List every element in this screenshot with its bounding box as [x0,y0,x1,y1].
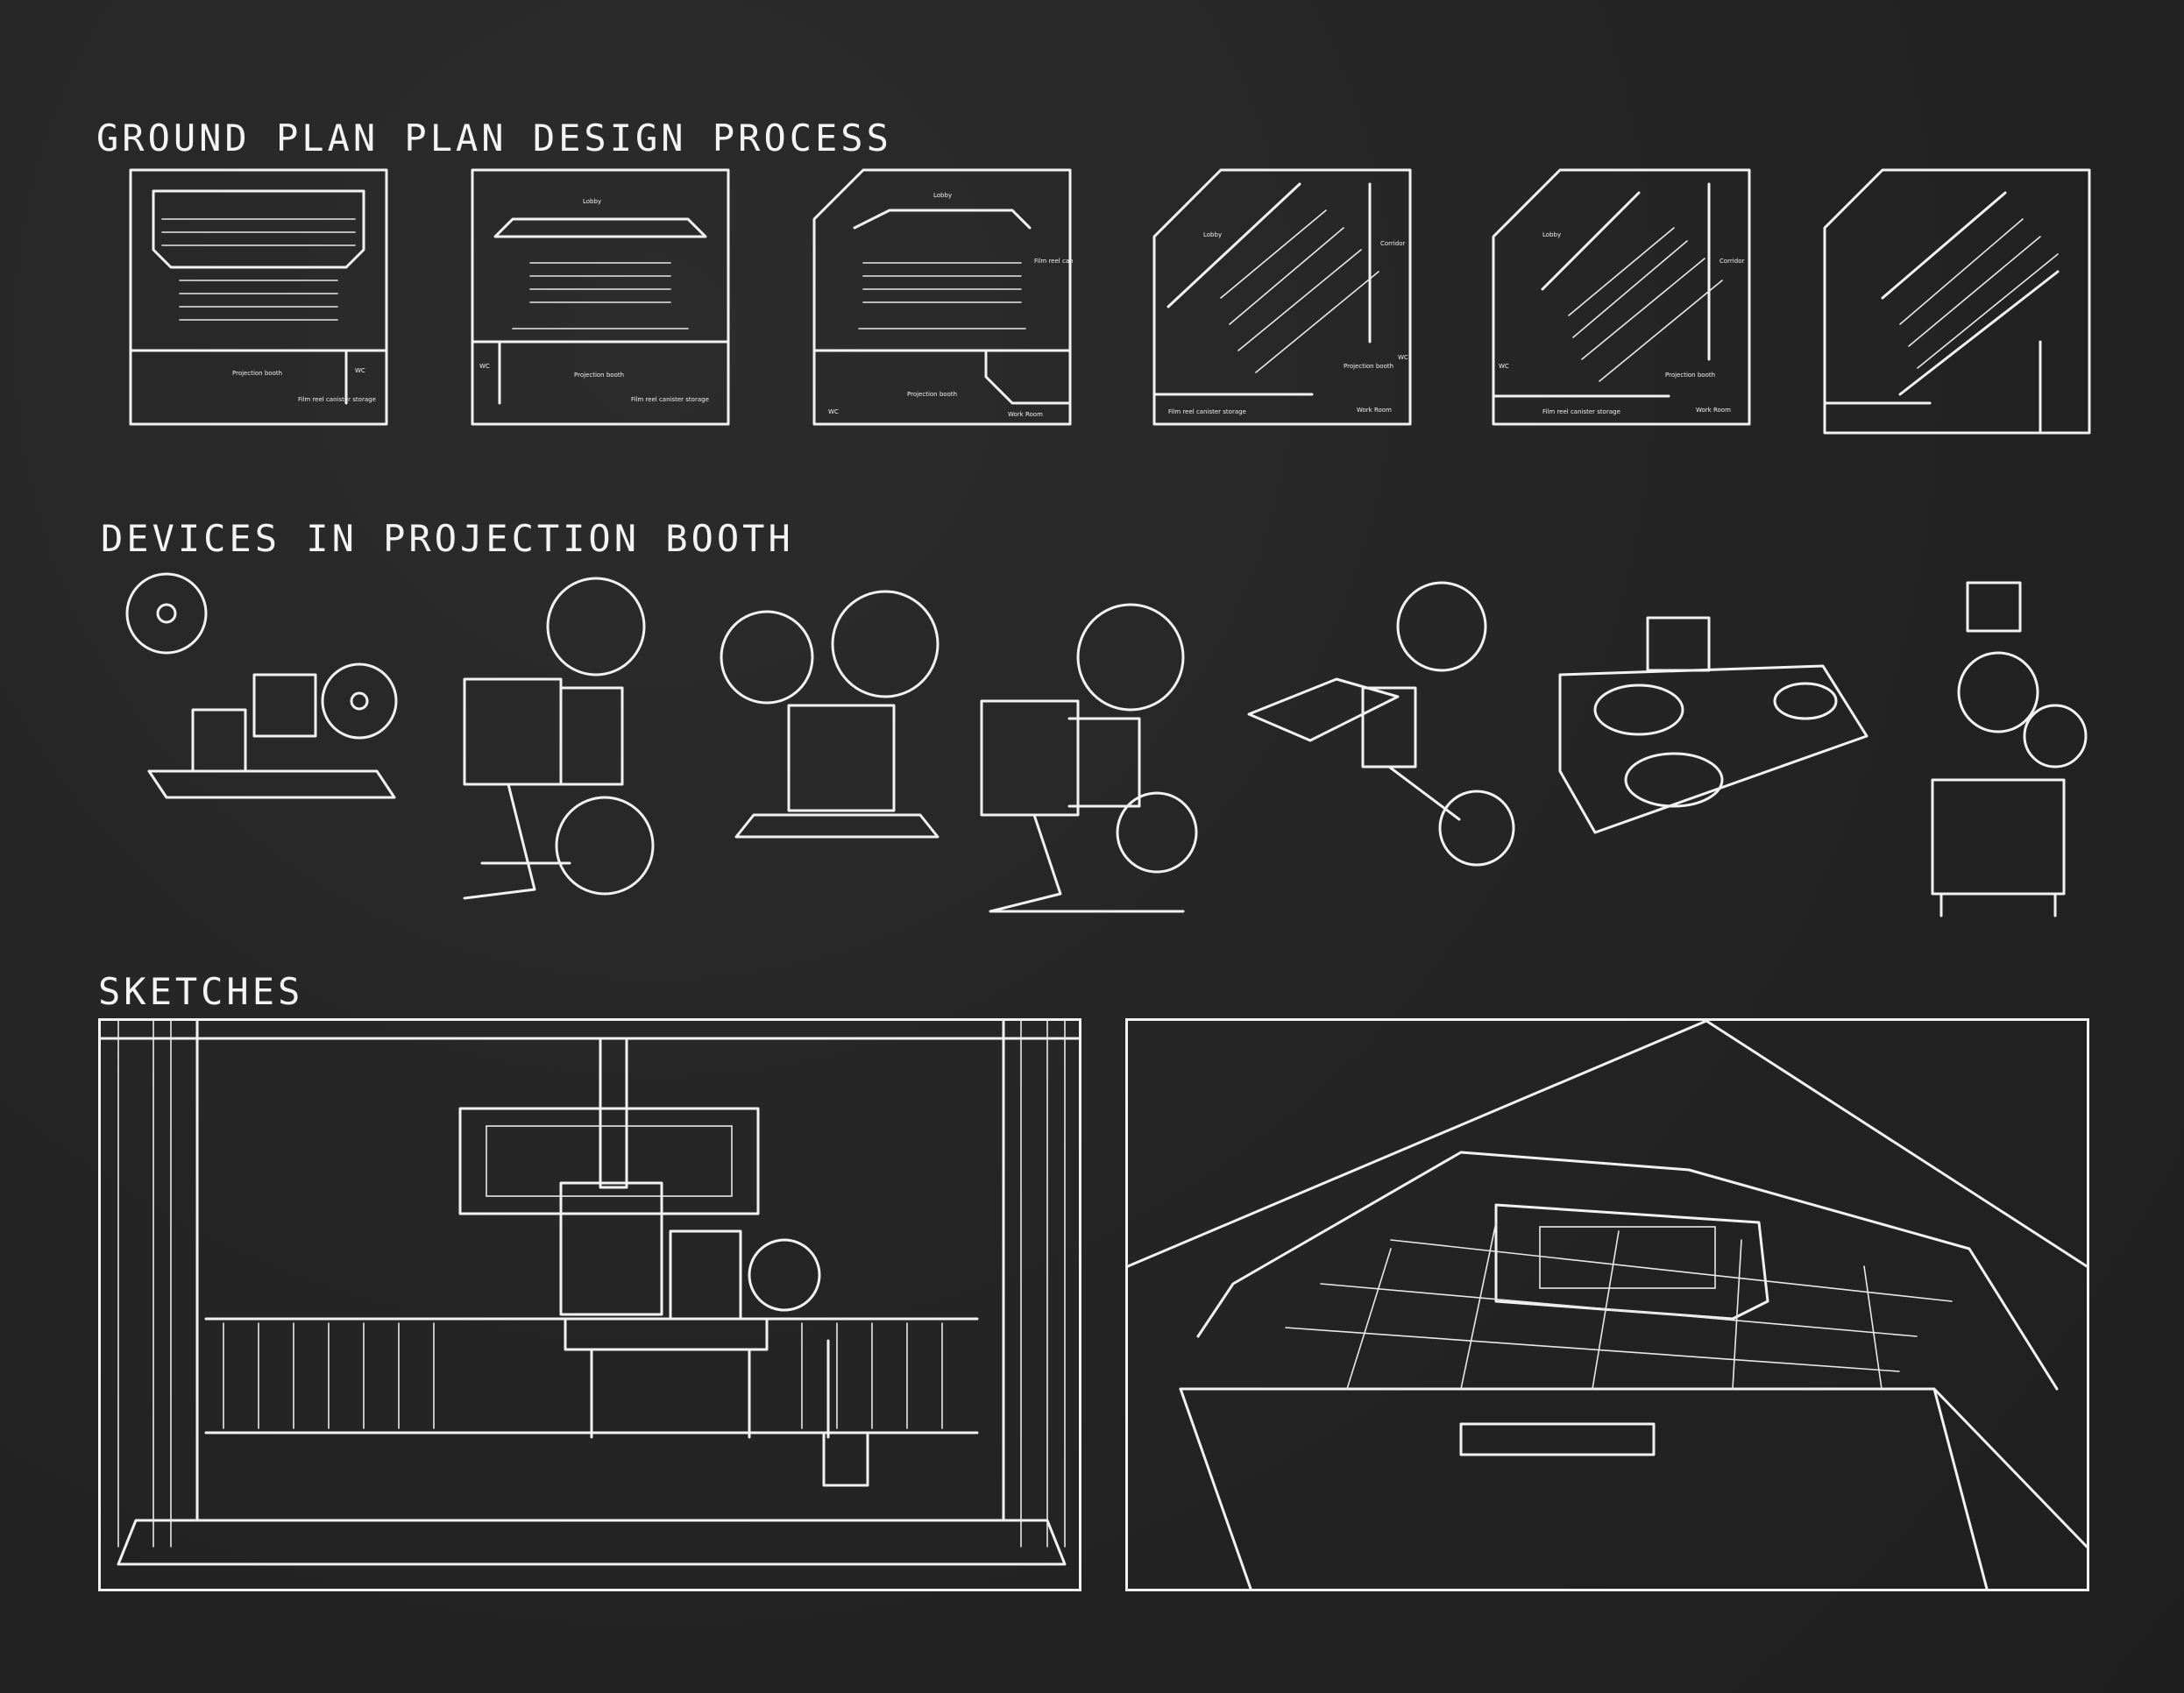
ground-plan-4: Lobby Corridor Projection booth Film ree… [1151,166,1414,438]
projector-sketch-2 [456,574,692,907]
ground-plan-3: Lobby Film reel canister storage Project… [811,166,1074,438]
svg-text:Film reel canister storage: Film reel canister storage [298,396,376,403]
svg-text:Film reel canister storage: Film reel canister storage [1168,408,1246,415]
projector-sketch-1 [114,570,412,815]
svg-text:Work Room: Work Room [1008,411,1043,418]
ground-plan-6 [1821,166,2091,438]
svg-text:Corridor: Corridor [1720,258,1744,265]
booth-interior-sketch [98,1018,1081,1591]
svg-text:Lobby: Lobby [1542,231,1561,238]
svg-text:Film reel canister storage: Film reel canister storage [631,396,709,403]
svg-text:Work Room: Work Room [1696,407,1731,414]
svg-text:WC: WC [479,363,490,370]
svg-text:Projection booth: Projection booth [232,370,282,377]
svg-text:Work Room: Work Room [1357,407,1392,414]
projector-stand-sketch [1915,578,2090,920]
svg-text:Projection booth: Projection booth [907,391,957,398]
svg-text:Film reel canister storage: Film reel canister storage [1542,408,1620,415]
booth-isometric-sketch [1125,1018,2089,1591]
ground-plan-5: Lobby Corridor Projection booth Film ree… [1490,166,1753,438]
ground-plan-2: Lobby Projection booth Film reel caniste… [469,166,732,438]
svg-text:Film reel canister storage: Film reel canister storage [1034,258,1074,265]
projector-sketch-5 [1240,574,1529,872]
svg-text:WC: WC [355,367,365,374]
svg-text:Projection booth: Projection booth [1665,372,1715,379]
svg-text:Lobby: Lobby [1203,231,1222,238]
svg-text:WC: WC [1499,363,1509,370]
svg-text:Projection booth: Projection booth [1344,363,1393,370]
ground-plan-1: Projection booth Film reel canister stor… [127,166,390,438]
svg-text:WC: WC [828,408,839,415]
svg-text:WC: WC [1398,354,1408,361]
svg-text:Corridor: Corridor [1380,240,1405,247]
svg-text:Projection booth: Projection booth [574,372,624,379]
projector-sketch-4 [973,596,1201,920]
projector-console-sketch [1542,613,1876,841]
svg-text:Lobby: Lobby [933,192,952,199]
projector-sketch-3 [719,583,964,846]
section-title-devices: DEVICES IN PROJECTION BOOTH [101,516,794,560]
svg-text:Lobby: Lobby [583,198,601,205]
section-title-sketches: SKETCHES [98,969,304,1013]
section-title-ground-plan: GROUND PLAN PLAN DESIGN PROCESS [96,116,892,159]
